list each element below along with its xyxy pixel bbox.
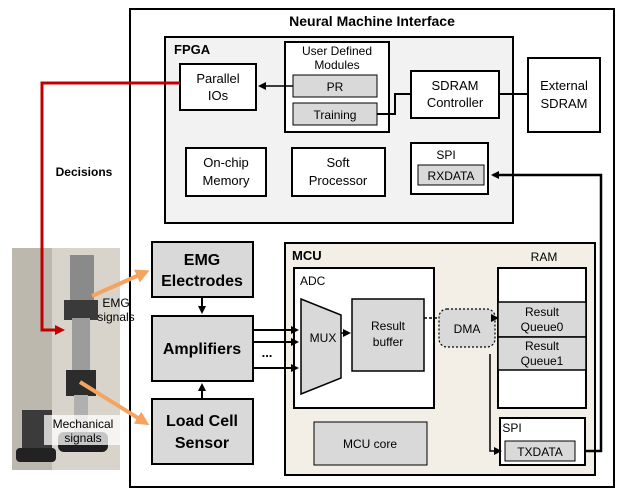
mechanical-signals-line2: signals bbox=[64, 431, 101, 445]
sdram-controller-line1: SDRAM bbox=[432, 78, 479, 93]
emg-signals-line1: EMG bbox=[102, 296, 129, 310]
onchip-memory-line2: Memory bbox=[203, 173, 250, 188]
rxdata-label: RXDATA bbox=[428, 169, 475, 183]
load-cell-box bbox=[151, 398, 254, 465]
txdata-label: TXDATA bbox=[517, 445, 563, 459]
mechanical-signals-line1: Mechanical bbox=[53, 417, 114, 431]
emg-electrodes-box bbox=[151, 241, 254, 298]
load-cell-line1: Load Cell bbox=[166, 413, 238, 430]
queue0-line1: Result bbox=[525, 305, 560, 319]
queue1-line2: Queue1 bbox=[521, 354, 564, 368]
dma-box bbox=[438, 308, 496, 348]
channel-ellipsis: ... bbox=[262, 345, 273, 360]
nmi-frame bbox=[129, 8, 615, 488]
parallel-ios-line1: Parallel bbox=[196, 71, 239, 86]
mux-label: MUX bbox=[310, 331, 337, 345]
mux-shape bbox=[300, 297, 342, 396]
load-cell-line2: Sensor bbox=[175, 435, 229, 452]
result-buffer-box bbox=[351, 298, 425, 372]
sdram-controller-line2: Controller bbox=[427, 95, 484, 110]
soft-processor-line1: Soft bbox=[326, 155, 350, 170]
user-modules-line2: Modules bbox=[314, 58, 359, 72]
mcu-core-box bbox=[313, 421, 428, 466]
soft-processor-box bbox=[291, 147, 386, 197]
emg-signal-arrow bbox=[91, 269, 150, 298]
mechanical-signal-arrow bbox=[78, 380, 150, 426]
training-to-sdram-controller bbox=[377, 93, 411, 115]
onchip-memory-line1: On-chip bbox=[203, 155, 249, 170]
mcu-core-label: MCU core bbox=[343, 437, 397, 451]
queue-to-txdata-line bbox=[489, 354, 502, 455]
queue1-box bbox=[497, 336, 587, 371]
parallel-ios-box bbox=[179, 63, 257, 111]
queue0-line2: Queue0 bbox=[521, 320, 564, 334]
txdata-to-rxdata-line bbox=[491, 171, 603, 453]
soft-processor-line2: Processor bbox=[309, 173, 368, 188]
ram-label: RAM bbox=[531, 250, 558, 264]
rxdata-box bbox=[417, 164, 485, 186]
pr-label: PR bbox=[327, 80, 344, 94]
nmi-title: Neural Machine Interface bbox=[289, 13, 455, 29]
emg-electrodes-line2: Electrodes bbox=[161, 273, 243, 290]
result-buffer-line2: buffer bbox=[373, 335, 403, 349]
mcu-label: MCU bbox=[292, 248, 322, 263]
fpga-spi-label: SPI bbox=[436, 148, 455, 162]
external-sdram-line1: External bbox=[540, 78, 588, 93]
mechanical-label-bg bbox=[44, 415, 122, 445]
prosthesis-photo bbox=[12, 248, 120, 470]
dma-label: DMA bbox=[454, 322, 481, 336]
onchip-memory-box bbox=[185, 147, 267, 197]
user-modules-line1: User Defined bbox=[302, 44, 372, 58]
emg-electrodes-line1: EMG bbox=[184, 252, 220, 269]
amplifiers-box bbox=[151, 315, 254, 382]
amplifiers-label: Amplifiers bbox=[163, 341, 241, 358]
mcu-spi-label: SPI bbox=[502, 421, 521, 435]
decisions-label: Decisions bbox=[56, 165, 113, 179]
fpga-label: FPGA bbox=[174, 42, 211, 57]
adc-label: ADC bbox=[300, 274, 326, 288]
result-buffer-line1: Result bbox=[371, 319, 406, 333]
queue0-box bbox=[497, 301, 587, 338]
txdata-box bbox=[504, 440, 576, 462]
parallel-ios-line2: IOs bbox=[208, 88, 229, 103]
external-sdram-box bbox=[527, 57, 601, 133]
training-label: Training bbox=[314, 108, 357, 122]
emg-signals-line2: signals bbox=[97, 310, 134, 324]
external-sdram-line2: SDRAM bbox=[541, 96, 588, 111]
queue1-line1: Result bbox=[525, 339, 560, 353]
decisions-line bbox=[40, 81, 180, 335]
